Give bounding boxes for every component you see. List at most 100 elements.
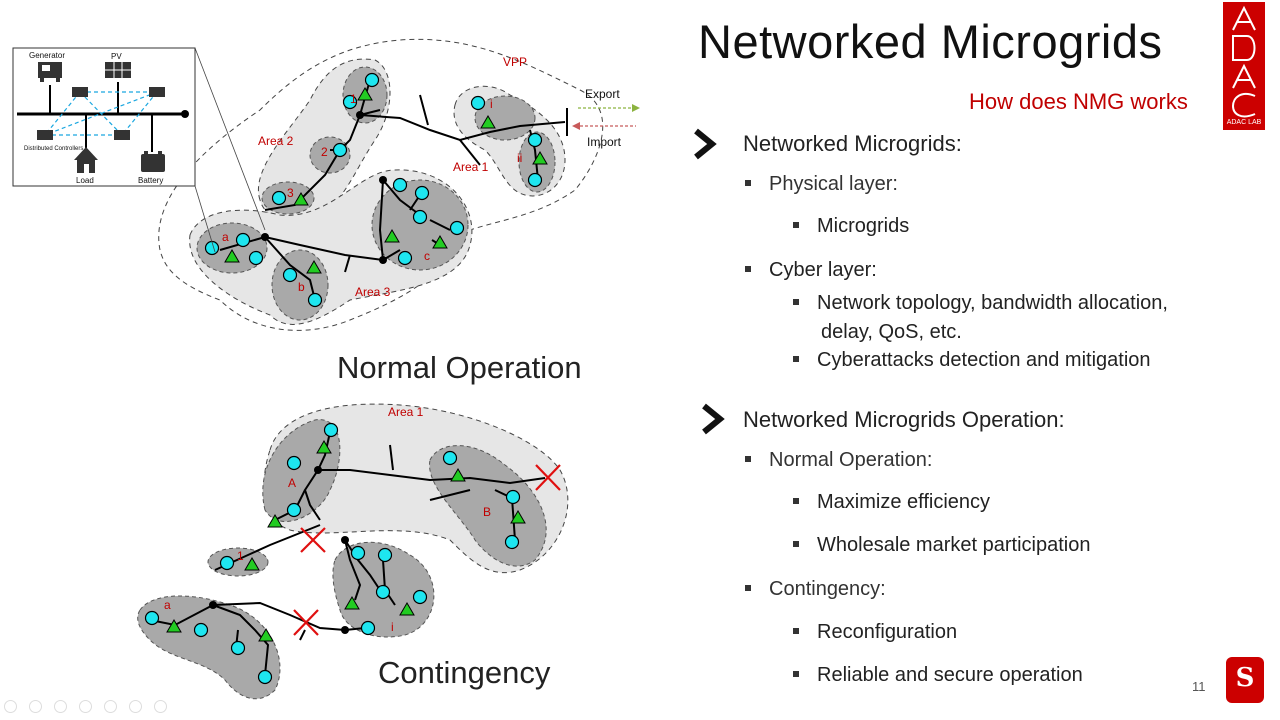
inset-generator-label: Generator	[29, 51, 65, 60]
mg-c-label: c	[424, 249, 430, 263]
pointer-icon[interactable]	[129, 700, 142, 713]
vpp-label: VPP	[503, 55, 527, 69]
chevron-right-icon	[702, 403, 725, 435]
bullet-reliable-secure-text: Reliable and secure operation	[817, 664, 1083, 686]
mg-ii-label: ii	[517, 151, 522, 165]
bottom-bus-nodes	[209, 466, 349, 634]
top-load-nodes	[204, 72, 543, 308]
inset-box: Generator PV Distributed Controllers Loa…	[12, 47, 196, 187]
vpp-boundary	[158, 38, 604, 331]
area-1-label: Area 1	[453, 160, 489, 174]
bottom-mg-A-label: A	[288, 476, 296, 490]
generator-icon	[38, 62, 62, 82]
load-icon	[74, 147, 98, 173]
square-bullet-icon	[793, 497, 799, 504]
bullet-network-topology: Network topology, bandwidth allocation,	[793, 289, 1168, 318]
previous-slide-icon[interactable]	[4, 700, 17, 713]
square-bullet-icon	[793, 355, 799, 362]
bottom-area-1-label: Area 1	[388, 405, 424, 419]
bottom-mg-a-label: a	[164, 598, 171, 612]
slide-title: Networked Microgrids	[698, 15, 1163, 68]
fault-x-icon	[535, 464, 561, 491]
export-label: Export	[585, 87, 620, 101]
bullet-maximize-efficiency-text: Maximize efficiency	[817, 491, 991, 513]
square-bullet-icon	[745, 265, 751, 272]
mg-1-label: 1	[350, 92, 357, 106]
chevron-right-icon	[694, 128, 717, 160]
adac-logo-icon	[1231, 5, 1256, 118]
bullet-contingency: Contingency:	[745, 578, 886, 601]
bullet-network-topology-cont: delay, QoS, etc.	[821, 321, 962, 343]
pen-icon[interactable]	[54, 700, 67, 713]
inset-load-label: Load	[76, 176, 94, 185]
import-label: Import	[587, 135, 622, 149]
bottom-generator-triangles	[166, 440, 526, 642]
more-options-icon[interactable]	[154, 700, 167, 713]
square-bullet-icon	[793, 627, 799, 634]
bullet-normal-operation-text: Normal Operation:	[769, 449, 933, 471]
adac-lab-logo	[1223, 2, 1265, 130]
bottom-mg-1-label: 1	[237, 549, 244, 563]
mg-a-label: a	[222, 230, 229, 244]
pv-icon	[105, 62, 131, 78]
mg-2-label: 2	[321, 145, 328, 159]
bullet-nmg-operation: Networked Microgrids Operation:	[743, 407, 1065, 432]
inset-controllers-label: Distributed Controllers	[24, 146, 83, 152]
next-slide-icon[interactable]	[29, 700, 42, 713]
zoom-icon[interactable]	[104, 700, 117, 713]
bullet-reconfiguration-text: Reconfiguration	[817, 621, 958, 643]
bullet-cyberattacks-text: Cyberattacks detection and mitigation	[817, 349, 1151, 371]
bullet-physical-layer: Physical layer:	[745, 173, 898, 196]
mg-3-label: 3	[287, 186, 294, 200]
area-3-label: Area 3	[355, 285, 391, 299]
bullet-wholesale-market-text: Wholesale market participation	[817, 534, 1091, 556]
page-number: 11	[1192, 679, 1206, 694]
bottom-load-nodes	[144, 422, 521, 685]
square-bullet-icon	[745, 179, 751, 186]
presentation-toolbar	[4, 700, 184, 716]
bullet-normal-operation: Normal Operation:	[745, 449, 932, 472]
caption-normal-operation: Normal Operation	[337, 350, 582, 385]
top-generator-triangles	[224, 87, 548, 274]
export-import-arrows	[566, 104, 640, 136]
bottom-mg-B-label: B	[483, 505, 491, 519]
inset-zoom-lines	[194, 47, 266, 253]
mg-b-label: b	[298, 280, 305, 294]
bullet-network-topology-line1: Network topology, bandwidth allocation,	[817, 292, 1168, 314]
square-bullet-icon	[793, 221, 799, 228]
bullet-maximize-efficiency: Maximize efficiency	[793, 488, 990, 517]
caption-contingency: Contingency	[378, 655, 551, 690]
adac-lab-text: ADAC LAB	[1226, 119, 1262, 126]
top-bus-nodes	[261, 111, 387, 264]
slide-subtitle: How does NMG works	[969, 89, 1188, 114]
square-bullet-icon	[745, 584, 751, 591]
fault-markers	[293, 464, 561, 636]
ncsu-logo-letter: S	[1235, 663, 1255, 693]
bullet-reliable-secure: Reliable and secure operation	[793, 661, 1083, 690]
bullet-contingency-text: Contingency:	[769, 578, 886, 600]
bullet-cyberattacks: Cyberattacks detection and mitigation	[793, 346, 1151, 375]
bullet-cyber-layer-text: Cyber layer:	[769, 259, 877, 281]
bullet-cyber-layer: Cyber layer:	[745, 259, 877, 282]
bottom-mg-i-label: i	[391, 620, 394, 634]
square-bullet-icon	[793, 298, 799, 305]
slides-icon[interactable]	[79, 700, 92, 713]
battery-icon	[141, 151, 165, 172]
fault-x-icon	[293, 609, 319, 636]
mg-i-label: i	[490, 97, 493, 111]
nmg-diagram: VPP Export Import Area 1 Area 2 Area 3 1…	[12, 38, 640, 700]
bullet-microgrids-text: Microgrids	[817, 215, 910, 237]
area-2-label: Area 2	[258, 134, 294, 148]
bullet-wholesale-market: Wholesale market participation	[793, 531, 1090, 560]
inset-pv-label: PV	[111, 52, 122, 61]
square-bullet-icon	[793, 670, 799, 677]
bullet-microgrids: Microgrids	[793, 212, 909, 241]
bullet-physical-layer-text: Physical layer:	[769, 173, 898, 195]
controller-icons	[37, 87, 165, 140]
bullet-networked-microgrids: Networked Microgrids:	[743, 131, 962, 156]
square-bullet-icon	[745, 455, 751, 462]
inset-battery-label: Battery	[138, 176, 163, 185]
square-bullet-icon	[793, 540, 799, 547]
bullet-reconfiguration: Reconfiguration	[793, 618, 957, 647]
ncsu-logo: S	[1226, 657, 1264, 703]
